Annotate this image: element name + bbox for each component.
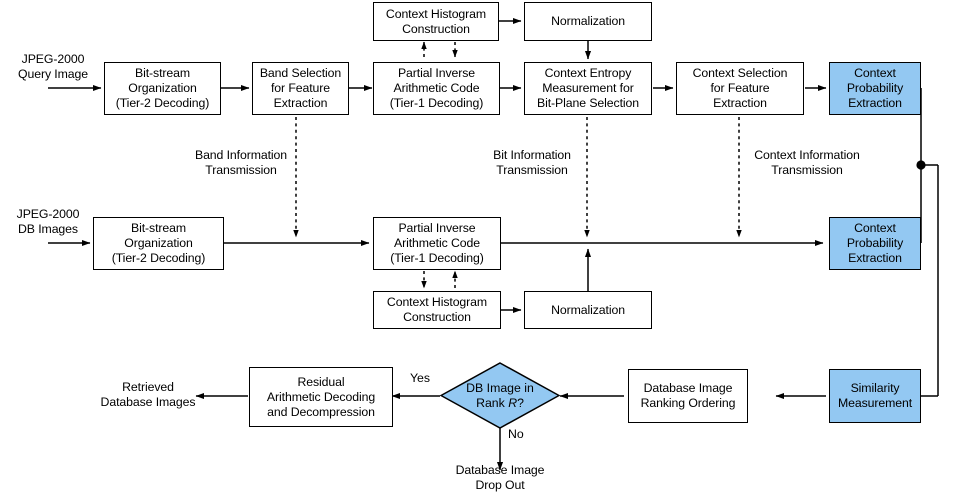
- label-context-information-transmission: Context Information Transmission: [754, 148, 860, 177]
- node-query-context-probability-extraction[interactable]: Context Probability Extraction: [829, 62, 921, 115]
- node-residual-arithmetic-decoding[interactable]: Residual Arithmetic Decoding and Decompr…: [249, 367, 393, 427]
- node-db-context-probability-extraction[interactable]: Context Probability Extraction: [829, 217, 921, 270]
- edge-label-no: No: [508, 427, 524, 441]
- label-db-images-input: JPEG-2000 DB Images: [16, 207, 80, 236]
- node-database-image-ranking-ordering[interactable]: Database Image Ranking Ordering: [628, 369, 748, 423]
- node-bottom-normalization[interactable]: Normalization: [524, 291, 652, 329]
- bus-junction-dot: [916, 160, 926, 170]
- label-band-information-transmission: Band Information Transmission: [194, 148, 288, 177]
- label-bit-information-transmission: Bit Information Transmission: [493, 148, 571, 177]
- node-query-bitstream-organization[interactable]: Bit-stream Organization (Tier-2 Decoding…: [104, 62, 221, 115]
- label-query-image-input: JPEG-2000 Query Image: [18, 52, 88, 81]
- edge-label-yes: Yes: [409, 371, 431, 385]
- node-top-normalization[interactable]: Normalization: [524, 2, 652, 41]
- decision-line-2-prefix: Rank: [476, 395, 509, 410]
- node-similarity-measurement[interactable]: Similarity Measurement: [829, 369, 921, 423]
- node-bottom-context-histogram-construction[interactable]: Context Histogram Construction: [373, 291, 501, 329]
- decision-line-2-suffix: ?: [517, 395, 524, 410]
- node-query-partial-inverse-arithmetic-code[interactable]: Partial Inverse Arithmetic Code (Tier-1 …: [373, 62, 500, 115]
- decision-rank-variable: R: [508, 395, 518, 410]
- node-db-partial-inverse-arithmetic-code[interactable]: Partial Inverse Arithmetic Code (Tier-1 …: [373, 217, 501, 270]
- node-context-entropy-measurement[interactable]: Context Entropy Measurement for Bit-Plan…: [524, 62, 652, 115]
- node-top-context-histogram-construction[interactable]: Context Histogram Construction: [373, 2, 499, 41]
- label-database-image-drop-out: Database Image Drop Out: [455, 463, 545, 492]
- decision-line-1: DB Image in: [466, 380, 534, 395]
- label-retrieved-database-images: Retrieved Database Images: [100, 380, 196, 409]
- node-band-selection[interactable]: Band Selection for Feature Extraction: [252, 62, 349, 115]
- node-context-selection[interactable]: Context Selection for Feature Extraction: [676, 62, 804, 115]
- node-db-bitstream-organization[interactable]: Bit-stream Organization (Tier-2 Decoding…: [93, 217, 224, 270]
- diamond-shape: [440, 362, 560, 429]
